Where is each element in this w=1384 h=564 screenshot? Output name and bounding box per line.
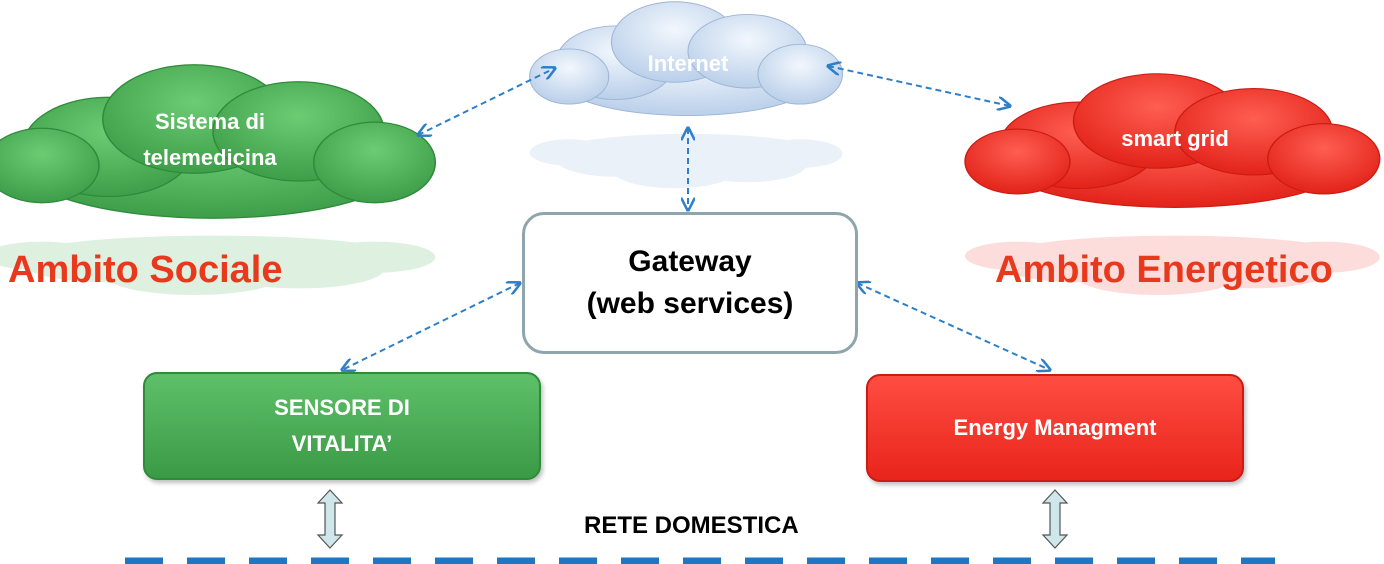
internet-label: Internet — [598, 46, 778, 82]
connector-internet-smartgrid — [828, 66, 1010, 106]
connector-gateway-sensore — [342, 283, 520, 370]
gateway-box: Gateway (web services) — [522, 212, 858, 354]
ambito-sociale-text: Ambito Sociale — [8, 249, 283, 291]
ambito-energetico-title: Ambito Energetico — [995, 248, 1375, 292]
rete-domestica-label: RETE DOMESTICA — [584, 512, 884, 540]
gateway-label: Gateway (web services) — [586, 245, 794, 320]
smart-grid-label: smart grid — [1075, 121, 1275, 157]
ambito-energetico-text: Ambito Energetico — [995, 249, 1333, 291]
telemedicina-label: Sistema di telemedicina — [100, 104, 320, 176]
internet-label-text: Internet — [647, 51, 729, 76]
sensore-label: SENSORE DI VITALITA’ — [274, 395, 410, 456]
network-link-arrow-right — [1041, 489, 1069, 549]
connector-telemedicina-internet — [418, 68, 555, 135]
connector-gateway-energy — [857, 283, 1050, 370]
energy-label: Energy Managment — [953, 415, 1157, 440]
rete-domestica-text: RETE DOMESTICA — [584, 512, 799, 539]
smart-grid-label-text: smart grid — [1121, 126, 1229, 151]
sensore-vitalita-box: SENSORE DI VITALITA’ — [143, 372, 541, 480]
telemedicina-label-text: Sistema di telemedicina — [143, 109, 277, 170]
connectors — [342, 66, 1050, 370]
ambito-sociale-title: Ambito Sociale — [8, 248, 338, 292]
network-link-arrow-left — [316, 489, 344, 549]
energy-managment-box: Energy Managment — [866, 374, 1244, 482]
internet-cloud — [528, 1, 844, 189]
